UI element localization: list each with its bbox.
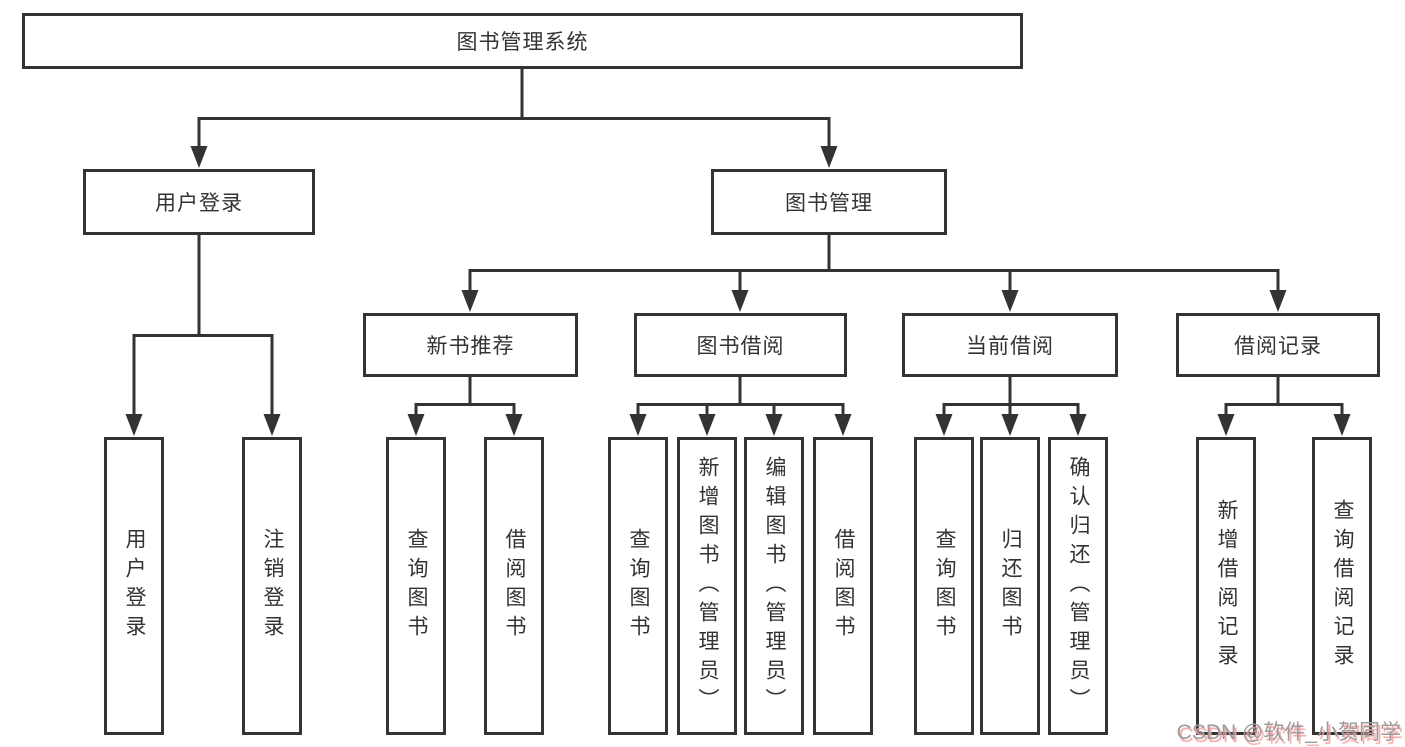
leaf-query-books-new: 查询图书: [386, 437, 446, 735]
node-current-borrow-label: 当前借阅: [966, 335, 1054, 358]
leaf-return-books: 归还图书: [980, 437, 1040, 735]
connector-records: [1224, 375, 1344, 418]
leaf-add-books-admin: 新增图书（管理员）: [677, 437, 737, 735]
leaf-confirm-return-admin-label: 确认归还（管理员）: [1067, 455, 1090, 717]
leaf-user-login: 用户登录: [104, 437, 164, 735]
leaf-edit-books-admin: 编辑图书（管理员）: [744, 437, 804, 735]
leaf-borrow-books: 借阅图书: [813, 437, 873, 735]
node-root-label: 图书管理系统: [456, 31, 589, 54]
connector-new: [414, 375, 516, 418]
leaf-query-books-borrow-label: 查询图书: [627, 528, 650, 644]
leaf-borrow-books-new: 借阅图书: [484, 437, 544, 735]
leaf-borrow-books-new-label: 借阅图书: [503, 528, 526, 644]
leaf-return-books-label: 归还图书: [999, 528, 1022, 644]
leaf-add-borrow-record-label: 新增借阅记录: [1215, 499, 1238, 673]
leaf-edit-books-admin-label: 编辑图书（管理员）: [763, 455, 786, 717]
connector-root: [197, 67, 831, 150]
leaf-query-books-borrow: 查询图书: [608, 437, 668, 735]
leaf-query-books-new-label: 查询图书: [405, 528, 428, 644]
leaf-add-borrow-record: 新增借阅记录: [1196, 437, 1256, 735]
node-user-login-branch: 用户登录: [83, 169, 315, 235]
connector-borrow: [636, 375, 845, 418]
leaf-user-logout-label: 注销登录: [261, 528, 284, 644]
connector-user: [132, 233, 274, 418]
node-borrow-records-label: 借阅记录: [1234, 335, 1322, 358]
connector-current: [942, 375, 1080, 418]
node-book-borrow-label: 图书借阅: [696, 335, 785, 358]
node-book-borrow: 图书借阅: [634, 313, 847, 377]
node-current-borrow: 当前借阅: [902, 313, 1118, 377]
leaf-query-books-current-label: 查询图书: [933, 528, 956, 644]
connector-book: [468, 233, 1280, 294]
node-new-book-recommend: 新书推荐: [363, 313, 578, 377]
leaf-query-borrow-record-label: 查询借阅记录: [1331, 499, 1354, 673]
leaf-user-login-label: 用户登录: [123, 528, 146, 644]
leaf-add-books-admin-label: 新增图书（管理员）: [696, 455, 719, 717]
leaf-query-books-current: 查询图书: [914, 437, 974, 735]
node-book-management-label: 图书管理: [785, 192, 873, 215]
leaf-query-borrow-record: 查询借阅记录: [1312, 437, 1372, 735]
leaf-confirm-return-admin: 确认归还（管理员）: [1048, 437, 1108, 735]
node-user-login-label: 用户登录: [155, 192, 243, 215]
leaf-user-logout: 注销登录: [242, 437, 302, 735]
node-root-system: 图书管理系统: [22, 13, 1023, 69]
csdn-watermark: CSDN @软件_小贺同学: [1176, 721, 1401, 744]
node-book-management-branch: 图书管理: [711, 169, 947, 235]
node-borrow-records: 借阅记录: [1176, 313, 1380, 377]
leaf-borrow-books-label: 借阅图书: [832, 528, 855, 644]
arrowheads: [125, 146, 1351, 436]
node-new-book-recommend-label: 新书推荐: [426, 335, 515, 358]
